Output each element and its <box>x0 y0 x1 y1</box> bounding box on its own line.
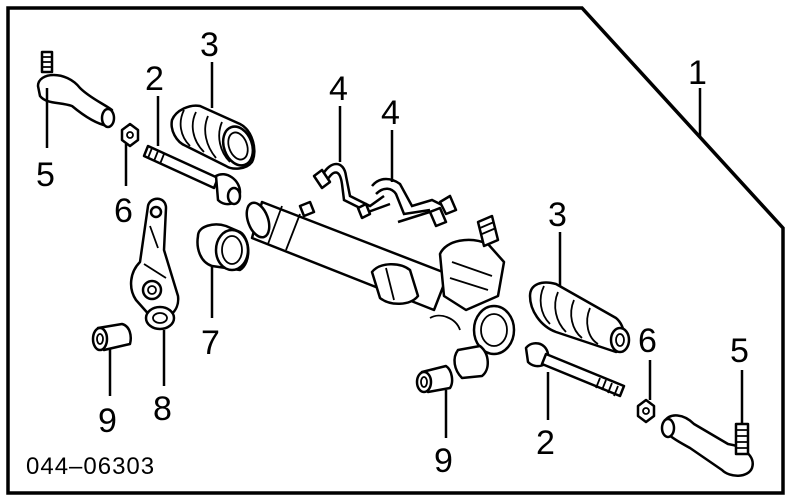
callout-5-left: 5 <box>36 156 55 194</box>
inner-tie-rod-left <box>142 144 242 206</box>
tie-rod-end-left <box>36 50 116 129</box>
grommet <box>196 223 250 272</box>
callout-7: 7 <box>201 324 220 362</box>
callout-6-right: 6 <box>638 322 657 360</box>
nut-left <box>120 122 140 148</box>
callout-labels: 1 2 3 4 4 5 6 7 8 9 3 2 9 6 5 <box>36 26 749 480</box>
rack-boot-right <box>528 281 631 354</box>
callout-6-left: 6 <box>114 192 133 230</box>
callout-1: 1 <box>688 54 707 92</box>
callout-2-right: 2 <box>536 424 555 462</box>
callout-3-left: 3 <box>200 26 219 64</box>
callout-2-left: 2 <box>145 60 164 98</box>
rack-housing <box>245 200 516 380</box>
callout-4-left: 4 <box>329 70 348 108</box>
leader-lines <box>45 62 744 438</box>
diagram-code: 044–06303 <box>26 453 155 480</box>
callout-5-right: 5 <box>730 332 749 370</box>
hydraulic-lines <box>312 162 458 228</box>
bushing-right <box>415 364 454 394</box>
rack-boot-left <box>170 104 256 170</box>
callout-8: 8 <box>153 390 172 428</box>
bracket-arm <box>129 197 180 331</box>
callout-9-right: 9 <box>434 442 453 480</box>
inner-tie-rod-right <box>524 341 626 398</box>
diagram-frame <box>6 6 785 495</box>
bushing-left <box>91 322 132 352</box>
callout-3-right: 3 <box>548 196 567 234</box>
nut-right <box>636 398 656 424</box>
callout-9-left: 9 <box>98 402 117 440</box>
tie-rod-end-right <box>660 414 754 477</box>
callout-4-right: 4 <box>381 94 400 132</box>
